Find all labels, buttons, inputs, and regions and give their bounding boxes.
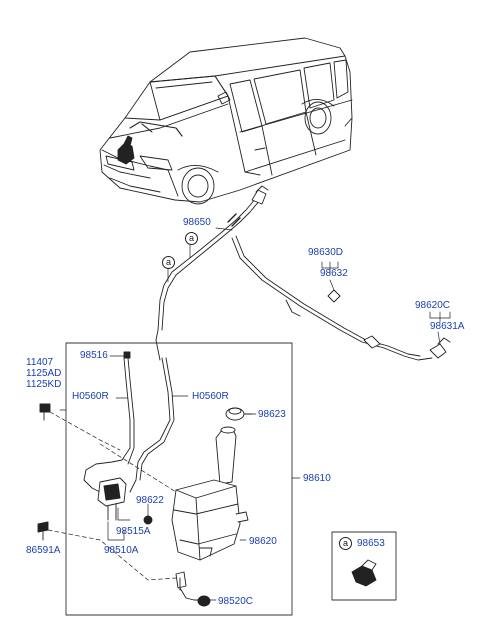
- minivan-illustration: [99, 37, 353, 205]
- label-98520C[interactable]: 98520C: [218, 596, 254, 607]
- label-98630D[interactable]: 98630D: [308, 247, 344, 258]
- label-98623[interactable]: 98623: [258, 409, 286, 420]
- label-98632[interactable]: 98632: [320, 268, 348, 279]
- leader-lines-panel: [59, 355, 301, 601]
- callout-a-left: a: [162, 256, 175, 269]
- label-1125KD[interactable]: 1125KD: [26, 379, 62, 390]
- label-98620C[interactable]: 98620C: [415, 300, 451, 311]
- hose-assembly: [155, 185, 451, 361]
- label-98622[interactable]: 98622: [136, 495, 164, 506]
- label-98631A[interactable]: 98631A: [430, 321, 465, 332]
- dashed-guides: [47, 411, 177, 581]
- reservoir-cap: [225, 407, 253, 421]
- leader-lines-upper: [167, 227, 451, 345]
- label-98650[interactable]: 98650: [183, 217, 211, 228]
- callout-a-inset: a: [339, 537, 352, 550]
- clip-98653: [351, 559, 377, 587]
- label-h0560r-left[interactable]: H0560R: [72, 391, 109, 402]
- label-1125AD[interactable]: 1125AD: [26, 368, 62, 379]
- label-group-bolts: 11407 1125AD 1125KD: [26, 357, 61, 390]
- washer-reservoir: [171, 426, 249, 589]
- inset-frame: [331, 531, 397, 601]
- level-sensor: [179, 577, 211, 607]
- callout-a-upper: a: [185, 232, 198, 245]
- label-98610[interactable]: 98610: [303, 473, 331, 484]
- label-h0560r-right[interactable]: H0560R: [192, 391, 229, 402]
- label-98515A[interactable]: 98515A: [116, 526, 151, 537]
- label-86591A[interactable]: 86591A: [26, 545, 61, 556]
- bolt-86591A: [37, 521, 49, 541]
- bolt-11407: [39, 403, 51, 421]
- washer-pump: [97, 477, 127, 521]
- label-98516[interactable]: 98516: [80, 350, 108, 361]
- label-98510A[interactable]: 98510A: [104, 545, 139, 556]
- grommet-98622: [143, 515, 153, 525]
- reservoir-panel-frame: [65, 342, 293, 616]
- label-11407[interactable]: 11407: [26, 357, 54, 368]
- panel-hoses: [83, 351, 175, 493]
- label-98653[interactable]: 98653: [357, 538, 385, 549]
- label-98620[interactable]: 98620: [249, 536, 277, 547]
